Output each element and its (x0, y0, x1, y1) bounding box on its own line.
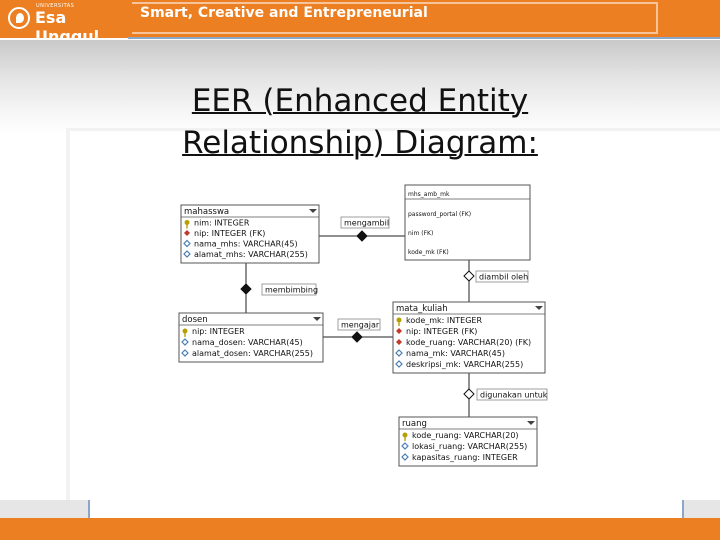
entity-name: dosen (182, 315, 208, 325)
attribute-icon (401, 442, 409, 450)
slide-title-line1: EER (Enhanced Entity (191, 83, 529, 119)
logo: UNIVERSITAS Esa Unggul (0, 0, 128, 46)
connector-lines (240, 230, 475, 417)
entity-attribute: kode_ruang: VARCHAR(20) (412, 431, 519, 440)
entity-attribute: nip: INTEGER (FK) (194, 229, 265, 238)
entity-box (180, 204, 320, 264)
entity-attribute: nim: INTEGER (194, 219, 250, 228)
entity-attribute: kode_ruang: VARCHAR(20) (FK) (406, 338, 531, 347)
key-icon (396, 317, 402, 323)
content-frame-left (66, 128, 70, 508)
attribute-icon (183, 239, 191, 248)
entity-name: ruang (402, 419, 427, 429)
attribute-icon (181, 349, 189, 357)
relationship-box-diambil_oleh (475, 270, 529, 283)
relationship-label-diambil_oleh: diambil oleh (479, 273, 528, 282)
key-icon (184, 220, 190, 225)
chevron-down-icon (535, 306, 543, 310)
logo-small-text: UNIVERSITAS (36, 3, 75, 9)
relationship-label-membimbing: membimbing (265, 286, 318, 295)
entity-attribute: nama_dosen: VARCHAR(45) (192, 338, 303, 347)
entity-attribute: alamat_mhs: VARCHAR(255) (194, 250, 308, 259)
key-icon-stem (186, 224, 188, 229)
key-icon-stem (404, 437, 406, 441)
relationship-diamond-2 (240, 283, 252, 295)
attribute-icon (181, 338, 189, 346)
entity-name: mahasswa (184, 207, 229, 217)
header-divider (128, 37, 720, 39)
entity-attribute: nip: INTEGER (192, 327, 245, 336)
entity-mata_kuliah: mata_kuliah kode_mk: INTEGER nip: INTEGER … (392, 301, 546, 374)
attribute-icon (395, 349, 403, 357)
key-icon-stem (398, 322, 400, 326)
entity-box (404, 184, 531, 261)
title-band (0, 40, 720, 135)
entity-ruang: ruang kode_ruang: VARCHAR(20) lokasi_ruang… (398, 416, 538, 467)
content-frame-top (66, 128, 720, 131)
relationship-diamond-4 (463, 388, 475, 400)
chevron-down-icon (309, 209, 317, 213)
relationship-box-digunakan_untuk (476, 388, 548, 401)
slide-title-line2: Relationship) Diagram: (182, 125, 538, 161)
entity-name: mhs_amb_mk (408, 191, 450, 198)
entity-mhs_amb_mk: mhs_amb_mk password_portal (FK) nim (FK) ko… (404, 184, 531, 261)
attribute-icon (183, 250, 191, 258)
attribute-icon (395, 360, 403, 368)
key-icon (182, 328, 188, 334)
header-frame (132, 2, 658, 34)
foreign-key-icon (184, 230, 190, 236)
slide-title: EER (Enhanced Entity Relationship) Diagr… (150, 80, 570, 164)
relationship-label-mengambil: mengambil (344, 219, 389, 228)
entity-attribute: password_portal (FK) (408, 211, 471, 218)
entity-attribute: kode_mk (FK) (408, 249, 449, 256)
entity-name: mata_kuliah (396, 304, 448, 314)
entity-attribute: alamat_dosen: VARCHAR(255) (192, 349, 313, 358)
relationship-label-mengajar: mengajar (341, 321, 380, 330)
entity-dosen: dosen nip: INTEGER nama_dosen: VARCHAR(45)… (178, 312, 324, 363)
foreign-key-icon (396, 339, 402, 345)
chevron-down-icon (313, 317, 321, 321)
relationship-box-mengambil (340, 216, 390, 229)
entity-attribute: lokasi_ruang: VARCHAR(255) (412, 442, 527, 451)
foreign-key-icon (396, 328, 402, 334)
relationship-diamond-0 (356, 230, 368, 242)
attribute-icon (401, 453, 409, 461)
entity-attribute: kode_mk: INTEGER (406, 316, 482, 325)
tagline: Smart, Creative and Entrepreneurial (140, 5, 428, 21)
entity-box (398, 416, 538, 467)
entity-attribute: nim (FK) (408, 230, 433, 237)
entity-attribute: nip: INTEGER (FK) (406, 327, 477, 336)
logo-icon (8, 7, 30, 29)
relationship-box-mengajar (337, 318, 381, 331)
entity-attribute: nama_mk: VARCHAR(45) (406, 349, 505, 358)
key-icon (402, 432, 408, 438)
relationship-labels: mengambil diambil oleh membimbing mengajar d… (261, 216, 548, 401)
chevron-down-icon (527, 421, 535, 425)
relationship-box-membimbing (261, 283, 317, 296)
relationship-diamond-1 (463, 270, 475, 282)
entity-attribute: kapasitas_ruang: INTEGER (412, 453, 518, 462)
footer-bar (0, 518, 720, 540)
entity-box (178, 312, 324, 363)
relationship-diamond-3 (351, 331, 363, 343)
relationship-label-digunakan_untuk: digunakan untuk (480, 391, 548, 400)
entity-attribute: deskripsi_mk: VARCHAR(255) (406, 360, 523, 369)
entity-attribute: nama_mhs: VARCHAR(45) (194, 240, 298, 249)
key-icon-stem (184, 333, 186, 337)
